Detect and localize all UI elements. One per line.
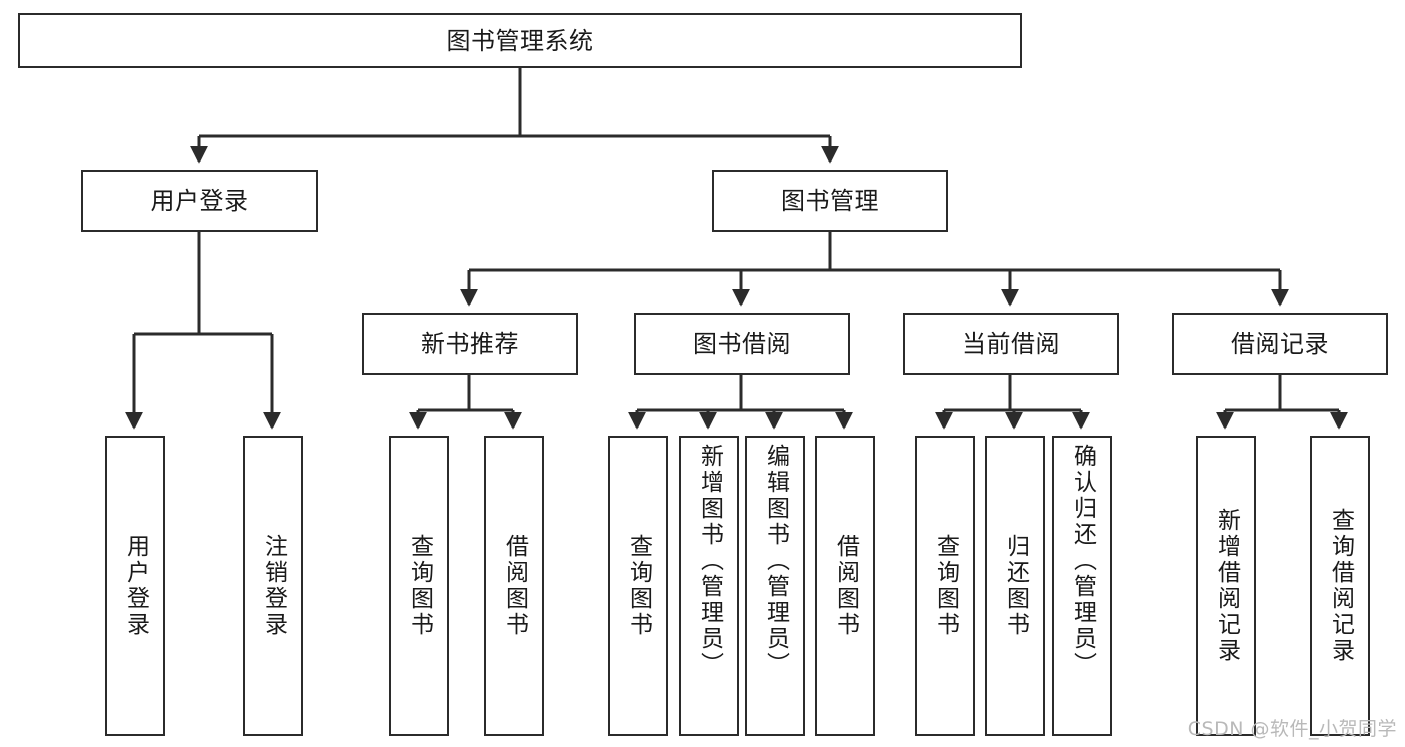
node-book-management[interactable]: 图书管理 xyxy=(712,170,948,232)
node-leaf-query-book-1-label: 查询图书 xyxy=(406,534,433,638)
node-leaf-query-borrow-record-label: 查询借阅记录 xyxy=(1327,508,1354,664)
node-leaf-query-book-3[interactable]: 查询图书 xyxy=(915,436,975,736)
node-leaf-user-login[interactable]: 用户登录 xyxy=(105,436,165,736)
node-root-label: 图书管理系统 xyxy=(446,26,594,55)
node-leaf-add-book-admin[interactable]: 新增图书（管理员） xyxy=(679,436,739,736)
node-leaf-user-logout-label: 注销登录 xyxy=(260,534,287,638)
node-leaf-user-logout[interactable]: 注销登录 xyxy=(243,436,303,736)
node-leaf-return-book[interactable]: 归还图书 xyxy=(985,436,1045,736)
csdn-watermark: CSDN @软件_小贺同学 xyxy=(1187,718,1397,740)
node-leaf-query-book-1[interactable]: 查询图书 xyxy=(389,436,449,736)
node-leaf-user-login-label: 用户登录 xyxy=(122,534,149,638)
node-new-book-recommend-label: 新书推荐 xyxy=(421,330,519,358)
node-leaf-borrow-book-2[interactable]: 借阅图书 xyxy=(815,436,875,736)
node-root[interactable]: 图书管理系统 xyxy=(18,13,1022,68)
node-leaf-query-book-2-label: 查询图书 xyxy=(625,534,652,638)
node-leaf-edit-book-admin-label: 编辑图书（管理员） xyxy=(762,444,789,678)
node-leaf-edit-book-admin[interactable]: 编辑图书（管理员） xyxy=(745,436,805,736)
node-leaf-add-book-admin-label: 新增图书（管理员） xyxy=(696,444,723,678)
node-user-login-label: 用户登录 xyxy=(150,187,249,215)
node-leaf-query-borrow-record[interactable]: 查询借阅记录 xyxy=(1310,436,1370,736)
node-leaf-confirm-return-admin-label: 确认归还（管理员） xyxy=(1069,444,1096,678)
node-book-borrow[interactable]: 图书借阅 xyxy=(634,313,850,375)
node-current-borrow-label: 当前借阅 xyxy=(962,330,1060,358)
node-leaf-add-borrow-record[interactable]: 新增借阅记录 xyxy=(1196,436,1256,736)
node-leaf-borrow-book-1-label: 借阅图书 xyxy=(501,534,528,638)
node-leaf-query-book-2[interactable]: 查询图书 xyxy=(608,436,668,736)
node-leaf-return-book-label: 归还图书 xyxy=(1002,534,1029,638)
node-current-borrow[interactable]: 当前借阅 xyxy=(903,313,1119,375)
node-leaf-add-borrow-record-label: 新增借阅记录 xyxy=(1213,508,1240,664)
node-leaf-borrow-book-1[interactable]: 借阅图书 xyxy=(484,436,544,736)
node-leaf-borrow-book-2-label: 借阅图书 xyxy=(832,534,859,638)
node-book-management-label: 图书管理 xyxy=(781,187,879,215)
node-leaf-query-book-3-label: 查询图书 xyxy=(932,534,959,638)
node-new-book-recommend[interactable]: 新书推荐 xyxy=(362,313,578,375)
node-borrow-records[interactable]: 借阅记录 xyxy=(1172,313,1388,375)
node-user-login[interactable]: 用户登录 xyxy=(81,170,318,232)
node-borrow-records-label: 借阅记录 xyxy=(1231,330,1329,358)
node-leaf-confirm-return-admin[interactable]: 确认归还（管理员） xyxy=(1052,436,1112,736)
node-book-borrow-label: 图书借阅 xyxy=(693,330,791,358)
